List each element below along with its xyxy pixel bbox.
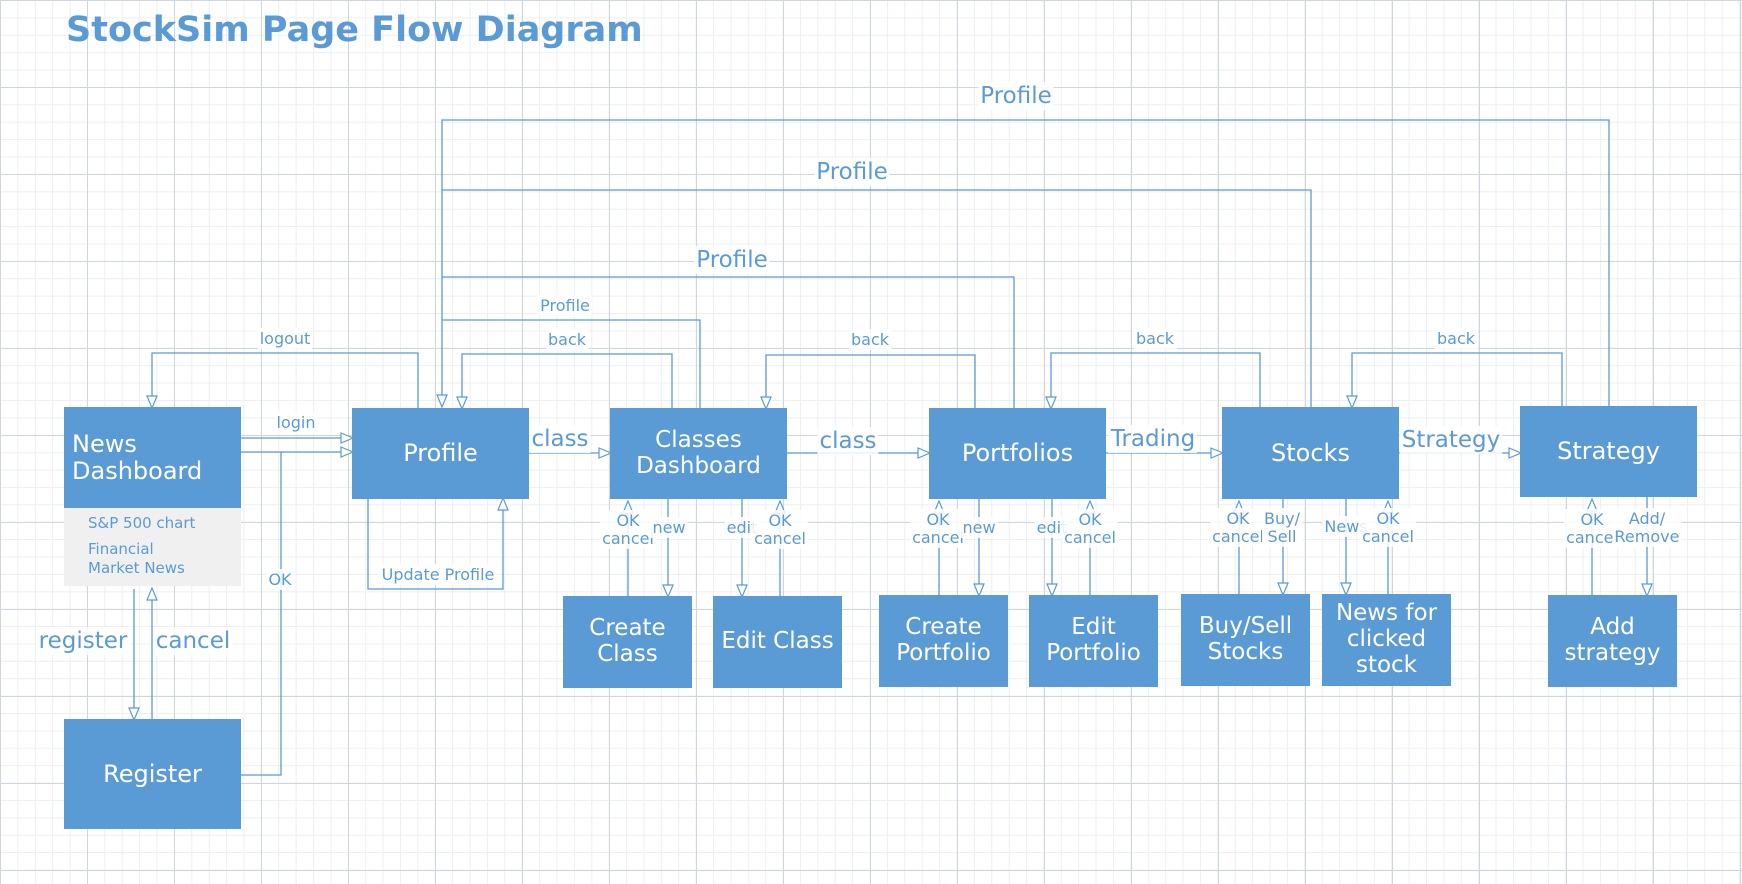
edge-label-class-2: class [819, 428, 876, 454]
edge-label-class-1: class [531, 426, 588, 452]
node-stocks: Stocks [1222, 407, 1399, 499]
edge-label-profile-second: Profile [816, 159, 888, 185]
edge-label-logout: logout [260, 329, 311, 348]
edge-label-edit-portfolio: edit [1037, 518, 1068, 537]
edge-label-back-portfolios: back [851, 330, 890, 349]
edge-8 [1352, 352, 1563, 407]
edge-label-news: News [1324, 517, 1367, 536]
edge-label-profile-top: Profile [980, 83, 1052, 109]
edge-label-trading: Trading [1110, 426, 1195, 452]
node-profile: Profile [352, 408, 529, 499]
edge-4 [152, 352, 419, 408]
edge-1 [442, 189, 1312, 407]
edge-label-update-profile: Update Profile [382, 565, 495, 584]
node-register: Register [64, 719, 241, 829]
node-edit-class: Edit Class [713, 596, 842, 688]
edge-label-new-class: new [652, 518, 685, 537]
market-news-item: Financial Market News [88, 539, 185, 577]
edge-label-back-strategy: back [1437, 329, 1476, 348]
edge-label-edit-class: edit [727, 518, 758, 537]
node-portfolios: Portfolios [929, 408, 1106, 499]
edge-label-strategy: Strategy [1402, 427, 1501, 453]
news-dashboard-content: S&P 500 chart Financial Market News [64, 508, 241, 586]
edge-label-login: login [277, 413, 316, 432]
node-strategy: Strategy [1520, 406, 1697, 497]
edge-7 [1051, 352, 1261, 408]
edge-label-buy-sell: Buy/Sell [1264, 509, 1301, 546]
node-news-dashboard: News Dashboard [64, 407, 241, 508]
edge-label-ok-register: OK [268, 570, 292, 589]
page-title: StockSim Page Flow Diagram [66, 10, 643, 50]
edge-label-cancel: cancel [156, 628, 231, 654]
node-edit-portfolio: Edit Portfolio [1029, 595, 1158, 687]
node-create-class: Create Class [563, 596, 692, 688]
edge-5 [462, 353, 673, 408]
edge-3 [442, 319, 701, 408]
edge-label-profile-third: Profile [696, 247, 768, 273]
edge-label-back-stocks: back [1136, 329, 1175, 348]
edge-16 [367, 499, 503, 590]
edge-2 [442, 276, 1015, 408]
edge-6 [766, 354, 976, 408]
edge-0 [442, 119, 1610, 406]
edge-label-register: register [39, 628, 128, 654]
node-news-clicked-stock: News for clicked stock [1322, 594, 1451, 686]
node-create-portfolio: Create Portfolio [879, 595, 1008, 687]
node-buy-sell-stocks: Buy/Sell Stocks [1181, 594, 1310, 686]
node-add-strategy: Add strategy [1548, 595, 1677, 687]
edge-label-add-remove: Add/Remove [1615, 509, 1680, 546]
edge-label-new-portfolio: new [962, 518, 995, 537]
edge-10 [241, 451, 282, 776]
node-classes-dashboard: Classes Dashboard [610, 408, 787, 499]
edge-label-back-classes: back [548, 330, 587, 349]
edge-label-profile-small: Profile [540, 296, 590, 315]
sp500-chart-item: S&P 500 chart [88, 514, 196, 532]
